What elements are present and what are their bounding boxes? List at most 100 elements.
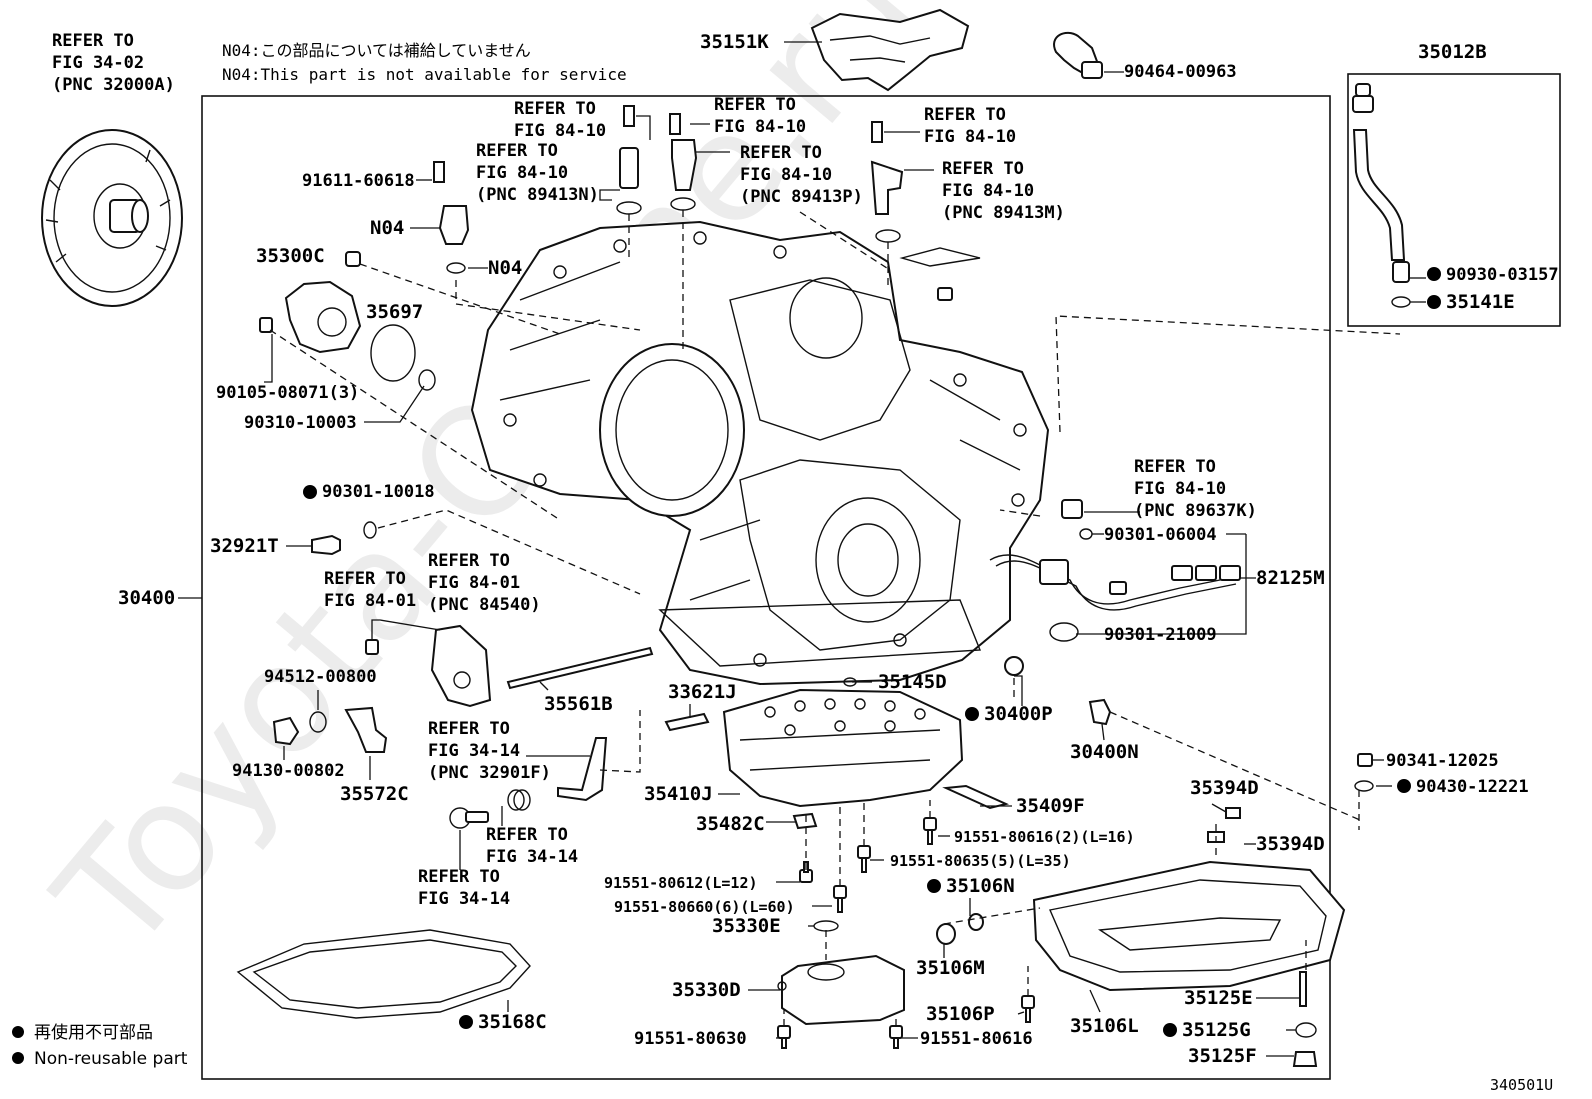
ref-e-line1: REFER TO	[924, 105, 1006, 125]
ref-a-line1: REFER TO	[514, 99, 596, 119]
part-90301-21009[interactable]: 90301-21009	[1104, 625, 1217, 645]
ref-h-line2: FIG 84-01	[428, 573, 520, 593]
dipstick-tube-illustration	[1352, 83, 1411, 308]
part-35410j[interactable]: 35410J	[644, 783, 713, 805]
ref-i-line2: FIG 84-01	[324, 591, 416, 611]
part-n04-sensor[interactable]: N04	[370, 217, 404, 239]
cover-35151k-illustration	[810, 8, 970, 92]
ref-h-line1: REFER TO	[428, 551, 510, 571]
part-35561b[interactable]: 35561B	[544, 693, 613, 715]
part-35145d[interactable]: 35145D	[878, 671, 947, 693]
part-82125m[interactable]: 82125M	[1256, 567, 1325, 589]
legend-en: Non-reusable part	[34, 1049, 188, 1069]
note-jp: N04:この部品については補給していません	[222, 41, 531, 60]
leader-lines	[178, 41, 1426, 1057]
part-35125g[interactable]: 35125G	[1182, 1019, 1251, 1041]
part-90430-12221[interactable]: 90430-12221	[1416, 777, 1529, 797]
part-35409f[interactable]: 35409F	[1016, 795, 1085, 817]
non-reusable-dot-90930	[1427, 267, 1441, 281]
torque-converter-illustration	[41, 129, 183, 307]
non-reusable-dot-90301-10018	[303, 485, 317, 499]
part-35125f[interactable]: 35125F	[1188, 1045, 1257, 1067]
part-35106n[interactable]: 35106N	[946, 875, 1015, 897]
ref-c-line2: FIG 84-10	[476, 163, 568, 183]
part-35697[interactable]: 35697	[366, 301, 423, 323]
part-91551-80630[interactable]: 91551-80630	[634, 1029, 747, 1049]
ref-c-line1: REFER TO	[476, 141, 558, 161]
part-35106m[interactable]: 35106M	[916, 957, 985, 979]
wiring-harness-illustration	[989, 499, 1241, 726]
part-35394d-upper[interactable]: 35394D	[1190, 777, 1259, 799]
part-30400[interactable]: 30400	[118, 587, 175, 609]
oil-pump-illustration	[259, 251, 436, 391]
part-30400p[interactable]: 30400P	[984, 703, 1053, 725]
part-32921t[interactable]: 32921T	[210, 535, 279, 557]
clamp-illustration	[1053, 31, 1103, 79]
part-35330d[interactable]: 35330D	[672, 979, 741, 1001]
part-n04-oring[interactable]: N04	[488, 257, 522, 279]
part-35141e[interactable]: 35141E	[1446, 291, 1515, 313]
part-90301-10018[interactable]: 90301-10018	[322, 482, 435, 502]
ref-h-line3: (PNC 84540)	[428, 595, 541, 615]
ref-i-line1: REFER TO	[324, 569, 406, 589]
ref-k-line1: REFER TO	[486, 825, 568, 845]
part-35125e[interactable]: 35125E	[1184, 987, 1253, 1009]
ref-d-line2: FIG 84-10	[740, 165, 832, 185]
sensors-top-illustration	[433, 105, 981, 301]
non-reusable-dot-35168c	[459, 1015, 473, 1029]
part-33621j[interactable]: 33621J	[668, 681, 737, 703]
part-90310-10003[interactable]: 90310-10003	[244, 413, 357, 433]
ref-fig-34-02-line2: FIG 34-02	[52, 53, 144, 73]
assembly-frame	[201, 95, 1331, 1080]
part-35330e[interactable]: 35330E	[712, 915, 781, 937]
non-reusable-dot-35141e	[1427, 295, 1441, 309]
ref-f-line3: (PNC 89413M)	[942, 203, 1065, 223]
part-94130-00802[interactable]: 94130-00802	[232, 761, 345, 781]
part-91611-60618[interactable]: 91611-60618	[302, 171, 415, 191]
part-35012b[interactable]: 35012B	[1418, 41, 1487, 63]
part-91551-80616-l16[interactable]: 91551-80616(2)(L=16)	[954, 828, 1135, 846]
part-35106p[interactable]: 35106P	[926, 1003, 995, 1025]
ref-k-line2: FIG 34-14	[486, 847, 578, 867]
part-35572c[interactable]: 35572C	[340, 783, 409, 805]
part-90105-08071[interactable]: 90105-08071(3)	[216, 383, 359, 403]
ref-l-line2: FIG 34-14	[418, 889, 510, 909]
part-91551-80616[interactable]: 91551-80616	[920, 1029, 1033, 1049]
ref-b-line2: FIG 84-10	[714, 117, 806, 137]
part-35300c[interactable]: 35300C	[256, 245, 325, 267]
gasket-illustration	[236, 929, 531, 1019]
ref-fig-34-02-line1: REFER TO	[52, 31, 134, 51]
ref-a-line2: FIG 84-10	[514, 121, 606, 141]
part-91551-80660-l60[interactable]: 91551-80660(6)(L=60)	[614, 898, 795, 916]
figure-id: 340501U	[1490, 1076, 1553, 1094]
ref-g-line2: FIG 84-10	[1134, 479, 1226, 499]
ref-j-line1: REFER TO	[428, 719, 510, 739]
assembly-guide-lines	[269, 210, 1401, 1026]
part-35482c[interactable]: 35482C	[696, 813, 765, 835]
ref-b-line1: REFER TO	[714, 95, 796, 115]
part-90301-06004[interactable]: 90301-06004	[1104, 525, 1217, 545]
part-35106l[interactable]: 35106L	[1070, 1015, 1139, 1037]
non-reusable-dot-90430	[1397, 779, 1411, 793]
ref-fig-34-02-line3: (PNC 32000A)	[52, 75, 175, 95]
part-94512-00800[interactable]: 94512-00800	[264, 667, 377, 687]
part-35168c[interactable]: 35168C	[478, 1011, 547, 1033]
part-35151k[interactable]: 35151K	[700, 31, 769, 53]
oil-strainer-illustration	[777, 954, 905, 1026]
ref-l-line1: REFER TO	[418, 867, 500, 887]
part-90464-00963[interactable]: 90464-00963	[1124, 62, 1237, 82]
part-91551-80612-l12[interactable]: 91551-80612(L=12)	[604, 874, 758, 892]
part-91551-80635-l35[interactable]: 91551-80635(5)(L=35)	[890, 852, 1071, 870]
part-30400n[interactable]: 30400N	[1070, 741, 1139, 763]
part-90930-03157[interactable]: 90930-03157	[1446, 265, 1559, 285]
left-side-parts-illustration	[272, 521, 654, 829]
ref-e-line2: FIG 84-10	[924, 127, 1016, 147]
legend-dot-en	[12, 1052, 24, 1064]
oil-pan-illustration	[1032, 860, 1346, 992]
legend-dot-jp	[12, 1026, 24, 1038]
ref-j-line2: FIG 34-14	[428, 741, 520, 761]
non-reusable-dot-30400p	[965, 707, 979, 721]
part-90341-12025[interactable]: 90341-12025	[1386, 751, 1499, 771]
part-35394d-lower[interactable]: 35394D	[1256, 833, 1325, 855]
